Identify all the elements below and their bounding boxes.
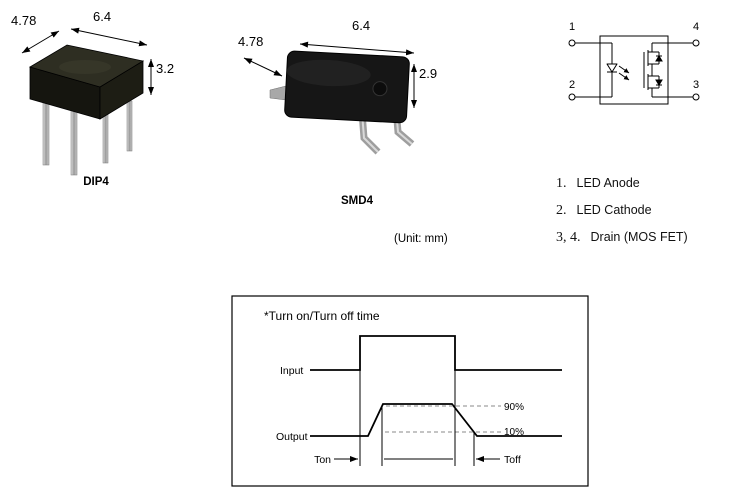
mosfet-symbols: [643, 43, 663, 97]
input-waveform: [310, 335, 562, 371]
dip4-body: [28, 44, 145, 120]
light-emission-arrows-icon: [618, 65, 630, 81]
pin-4-terminal: [692, 39, 700, 47]
pin-description-list: 1. LED Anode 2. LED Cathode 3, 4. Drain …: [556, 176, 728, 257]
timing-diagram: *Turn on/Turn off time Input Output 90% …: [231, 295, 589, 487]
pin-1-label: 1: [569, 21, 575, 33]
dip4-dim-depth: 4.78: [11, 13, 36, 28]
pin-description-row: 2. LED Cathode: [556, 203, 728, 230]
pin-desc-number: 2.: [556, 203, 567, 218]
pin-desc-text: LED Cathode: [576, 203, 652, 217]
dip4-dim-width: 6.4: [93, 9, 111, 24]
toff-label: Toff: [504, 454, 521, 466]
schematic-wires: [575, 42, 693, 98]
smd4-dim-depth-arrow: [243, 57, 283, 77]
pin-desc-text: LED Anode: [576, 176, 640, 190]
pin-1-terminal: [568, 39, 576, 47]
dip4-package-figure: 4.78 6.4 3.2 DIP4: [11, 9, 174, 188]
threshold-10-label: 10%: [504, 427, 524, 438]
pin-description-row: 1. LED Anode: [556, 176, 728, 203]
internal-circuit-schematic: 1 4 2 3: [568, 21, 700, 105]
timing-diagram-border: [231, 295, 589, 487]
dip4-label: DIP4: [83, 176, 109, 188]
smd4-package-figure: 4.78 6.4 2.9 SMD4: [238, 18, 437, 207]
threshold-90-label: 90%: [504, 402, 524, 413]
smd4-dim-width-arrow: [299, 41, 415, 56]
input-label: Input: [280, 365, 303, 377]
output-waveform: [310, 403, 562, 437]
output-label: Output: [276, 431, 308, 443]
smd4-dim-height: 2.9: [419, 66, 437, 81]
pin-2-label: 2: [569, 79, 575, 91]
pin-desc-text: Drain (MOS FET): [590, 230, 688, 244]
pin-desc-number: 1.: [556, 176, 567, 191]
unit-note: (Unit: mm): [394, 233, 448, 245]
smd4-pin1-dimple: [372, 81, 388, 97]
timing-reference-lines: [359, 370, 475, 466]
pin-3-terminal: [692, 93, 700, 101]
pin-4-label: 4: [693, 21, 699, 33]
smd4-body: [284, 50, 410, 124]
smd4-dim-depth: 4.78: [238, 34, 263, 49]
pin-3-label: 3: [693, 79, 699, 91]
timing-title: *Turn on/Turn off time: [264, 309, 380, 323]
pin-desc-number: 3, 4.: [556, 230, 581, 245]
ton-label: Ton: [314, 454, 331, 466]
dip4-leg: [70, 106, 78, 176]
smd4-leg: [269, 85, 287, 101]
dip4-dim-depth-arrow: [21, 30, 60, 54]
led-symbol: [606, 63, 618, 73]
smd4-label: SMD4: [341, 195, 374, 207]
dip4-leg: [126, 100, 133, 152]
dip4-leg: [102, 112, 109, 164]
smd4-dim-width: 6.4: [352, 18, 370, 33]
pin-description-row: 3, 4. Drain (MOS FET): [556, 230, 728, 257]
dip4-dim-width-arrow: [70, 27, 148, 47]
schematic-body-outline: [599, 35, 669, 105]
dip4-leg: [42, 96, 50, 166]
dip4-dim-height: 3.2: [156, 61, 174, 76]
pin-2-terminal: [568, 93, 576, 101]
